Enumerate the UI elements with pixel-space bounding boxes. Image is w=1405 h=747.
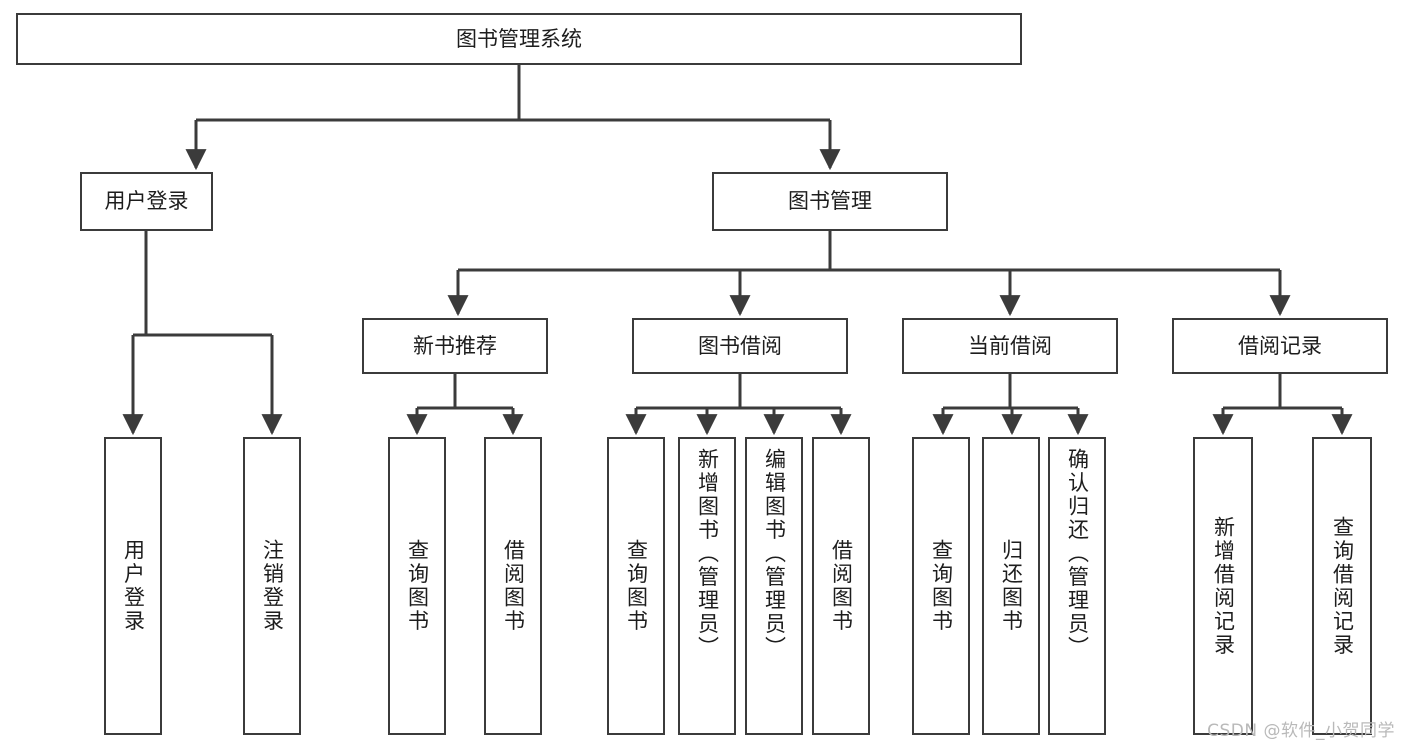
leaf-current-borrow-return-books[interactable]: 归还图书 [982, 437, 1040, 735]
leaf-book-borrow-borrow-books[interactable]: 借阅图书 [812, 437, 870, 735]
node-label: 确认归还（管理员） [1065, 448, 1090, 660]
leaf-current-borrow-confirm-return-admin[interactable]: 确认归还（管理员） [1048, 437, 1106, 735]
node-label: 图书管理系统 [456, 26, 582, 51]
node-label: 新增图书（管理员） [695, 448, 720, 660]
node-label: 新书推荐 [413, 333, 497, 358]
node-label: 归还图书 [999, 539, 1024, 633]
leaf-borrow-record-query-record[interactable]: 查询借阅记录 [1312, 437, 1372, 735]
node-new-book-recommend[interactable]: 新书推荐 [362, 318, 548, 374]
watermark-text: CSDN @软件_小贺同学 [1207, 721, 1395, 741]
node-root-book-management-system[interactable]: 图书管理系统 [16, 13, 1022, 65]
node-label: 查询图书 [929, 539, 954, 633]
node-user-login[interactable]: 用户登录 [80, 172, 213, 231]
node-book-management[interactable]: 图书管理 [712, 172, 948, 231]
node-label: 新增借阅记录 [1211, 515, 1236, 657]
leaf-user-login-login[interactable]: 用户登录 [104, 437, 162, 735]
node-label: 当前借阅 [968, 333, 1052, 358]
node-borrow-record[interactable]: 借阅记录 [1172, 318, 1388, 374]
leaf-new-book-query-books[interactable]: 查询图书 [388, 437, 446, 735]
node-label: 用户登录 [104, 189, 189, 214]
leaf-borrow-record-add-record[interactable]: 新增借阅记录 [1193, 437, 1253, 735]
node-label: 用户登录 [121, 539, 146, 633]
node-label: 借阅记录 [1238, 333, 1322, 358]
node-label: 图书借阅 [698, 333, 782, 358]
node-label: 查询借阅记录 [1330, 515, 1355, 657]
leaf-current-borrow-query-books[interactable]: 查询图书 [912, 437, 970, 735]
node-label: 借阅图书 [829, 539, 854, 633]
node-label: 查询图书 [624, 539, 649, 633]
leaf-book-borrow-query-books[interactable]: 查询图书 [607, 437, 665, 735]
leaf-book-borrow-edit-book-admin[interactable]: 编辑图书（管理员） [745, 437, 803, 735]
leaf-book-borrow-add-book-admin[interactable]: 新增图书（管理员） [678, 437, 736, 735]
leaf-user-login-logout[interactable]: 注销登录 [243, 437, 301, 735]
node-label: 借阅图书 [501, 539, 526, 633]
node-book-borrow[interactable]: 图书借阅 [632, 318, 848, 374]
node-current-borrow[interactable]: 当前借阅 [902, 318, 1118, 374]
node-label: 注销登录 [260, 539, 285, 633]
node-label: 编辑图书（管理员） [762, 448, 787, 660]
node-label: 查询图书 [405, 539, 430, 633]
node-label: 图书管理 [788, 189, 872, 214]
leaf-new-book-borrow-books[interactable]: 借阅图书 [484, 437, 542, 735]
